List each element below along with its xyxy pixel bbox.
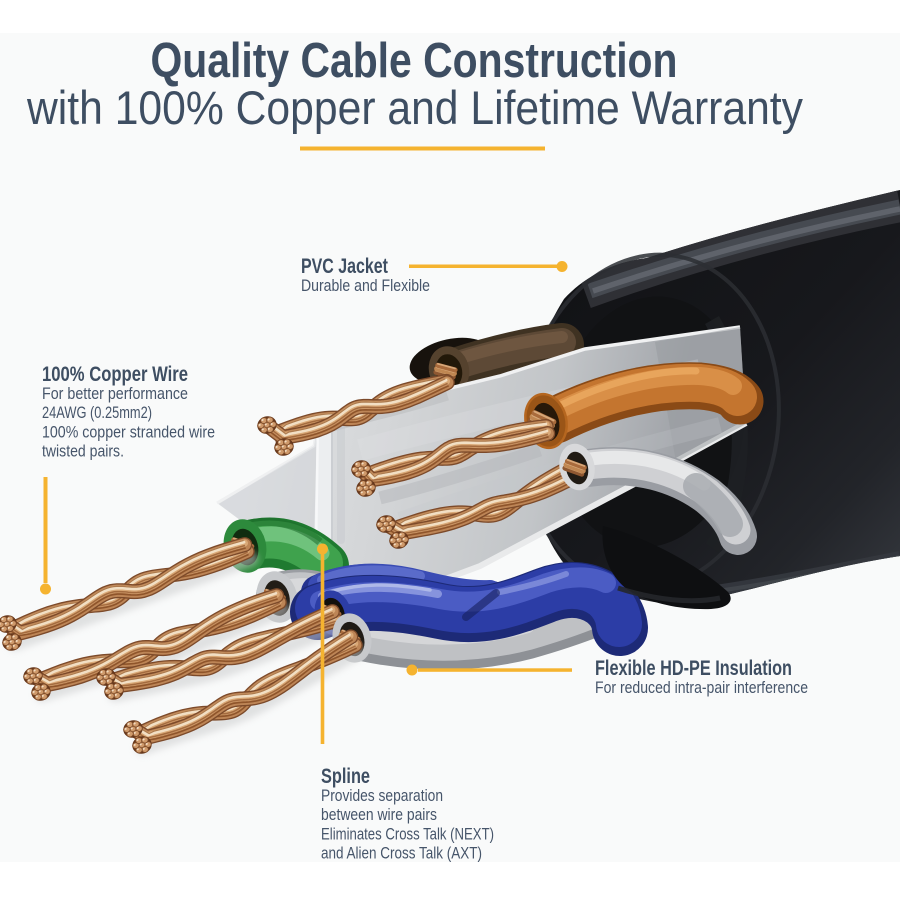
svg-text:Durable and Flexible: Durable and Flexible — [301, 277, 430, 295]
svg-text:Provides separation: Provides separation — [321, 787, 443, 805]
svg-text:Eliminates Cross Talk (NEXT): Eliminates Cross Talk (NEXT) — [321, 825, 494, 843]
svg-text:24AWG (0.25mm2): 24AWG (0.25mm2) — [42, 404, 152, 422]
svg-text:Flexible HD-PE Insulation: Flexible HD-PE Insulation — [595, 657, 792, 680]
svg-text:For better performance: For better performance — [42, 385, 188, 403]
svg-text:with 100% Copper and Lifetime: with 100% Copper and Lifetime Warranty — [26, 81, 803, 134]
svg-text:between wire pairs: between wire pairs — [321, 806, 437, 824]
svg-text:PVC Jacket: PVC Jacket — [301, 255, 388, 278]
svg-text:Spline: Spline — [321, 765, 370, 788]
svg-text:For reduced intra-pair interfe: For reduced intra-pair interference — [595, 679, 808, 697]
svg-text:100% copper stranded wire: 100% copper stranded wire — [42, 423, 215, 441]
svg-text:twisted pairs.: twisted pairs. — [42, 443, 124, 461]
svg-text:and Alien Cross Talk (AXT): and Alien Cross Talk (AXT) — [321, 845, 482, 863]
svg-text:Quality Cable Construction: Quality Cable Construction — [151, 34, 678, 88]
svg-text:100% Copper Wire: 100% Copper Wire — [42, 363, 188, 386]
